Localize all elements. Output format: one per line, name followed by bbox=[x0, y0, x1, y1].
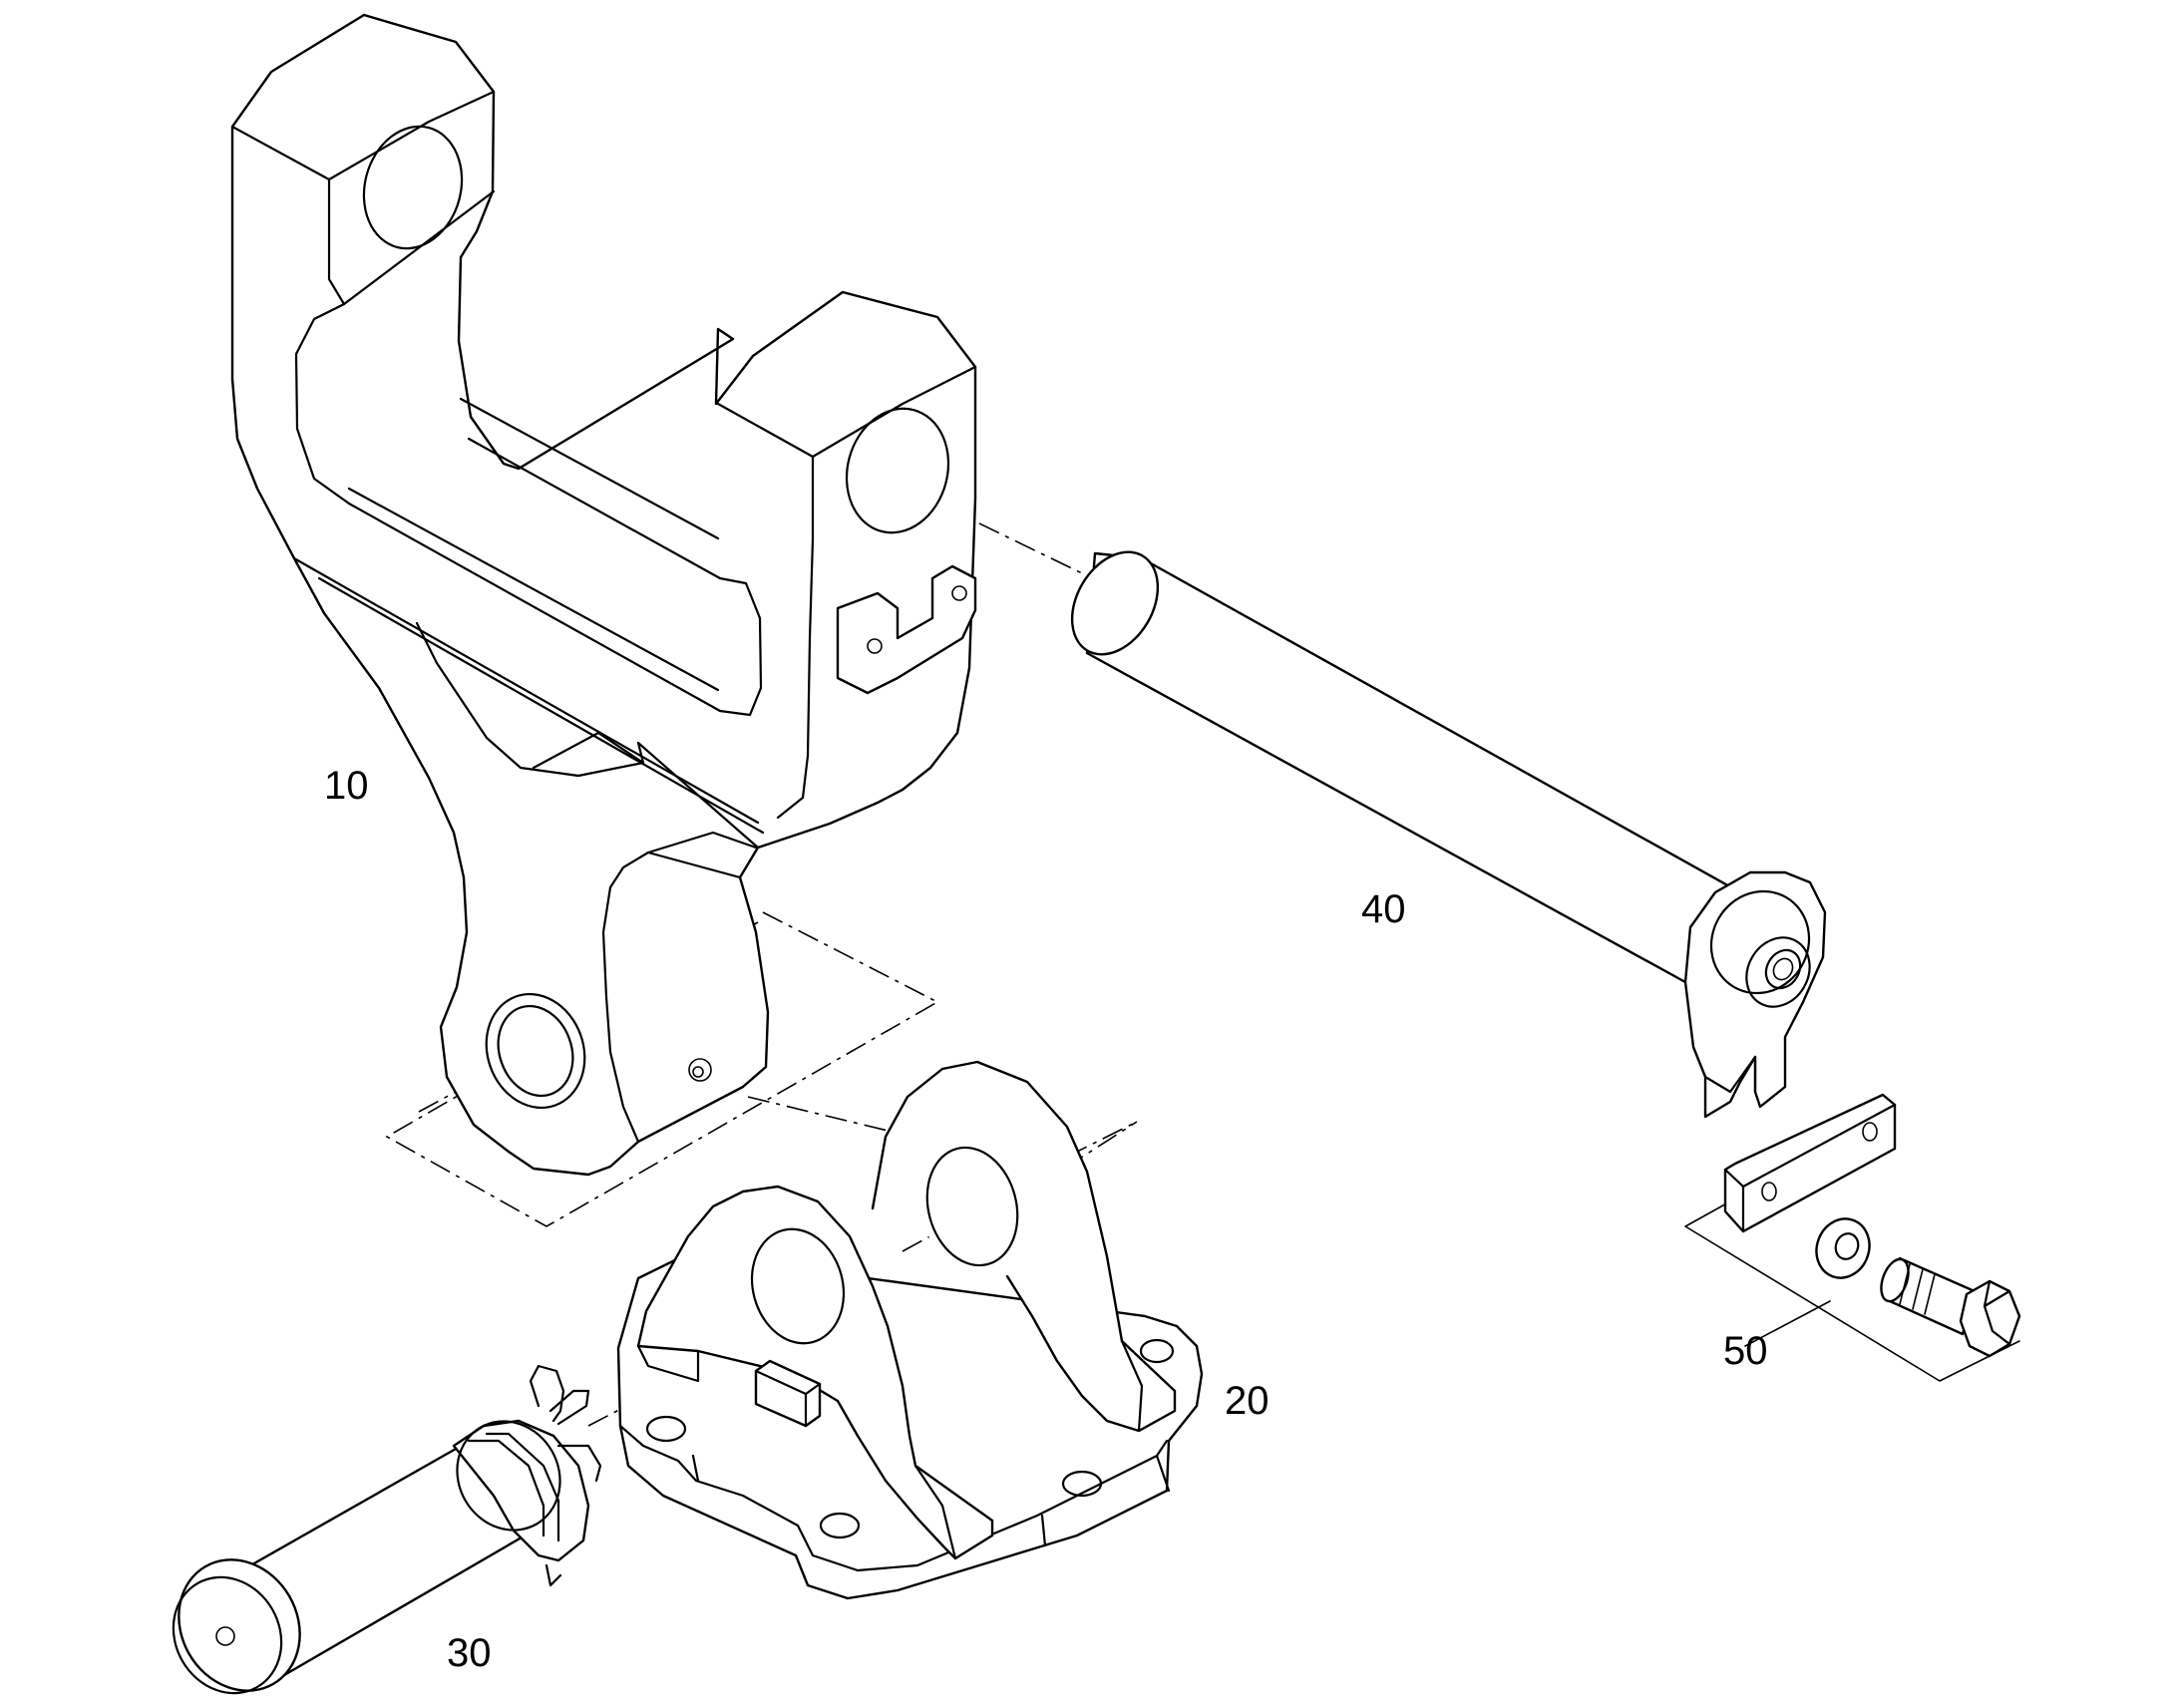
part-10-bracket bbox=[230, 13, 977, 1177]
callout-40: 40 bbox=[1361, 887, 1406, 931]
callout-10: 10 bbox=[324, 764, 369, 808]
part-50-locking-hardware bbox=[1723, 1093, 2021, 1358]
callout-30: 30 bbox=[447, 1631, 492, 1675]
callout-50: 50 bbox=[1723, 1329, 1768, 1373]
part-20-clevis-base bbox=[616, 1060, 1204, 1600]
callout-20: 20 bbox=[1225, 1379, 1270, 1423]
part-30-pin-with-nut bbox=[172, 1364, 602, 1695]
part-40-pin-with-lug bbox=[1070, 550, 1827, 1119]
